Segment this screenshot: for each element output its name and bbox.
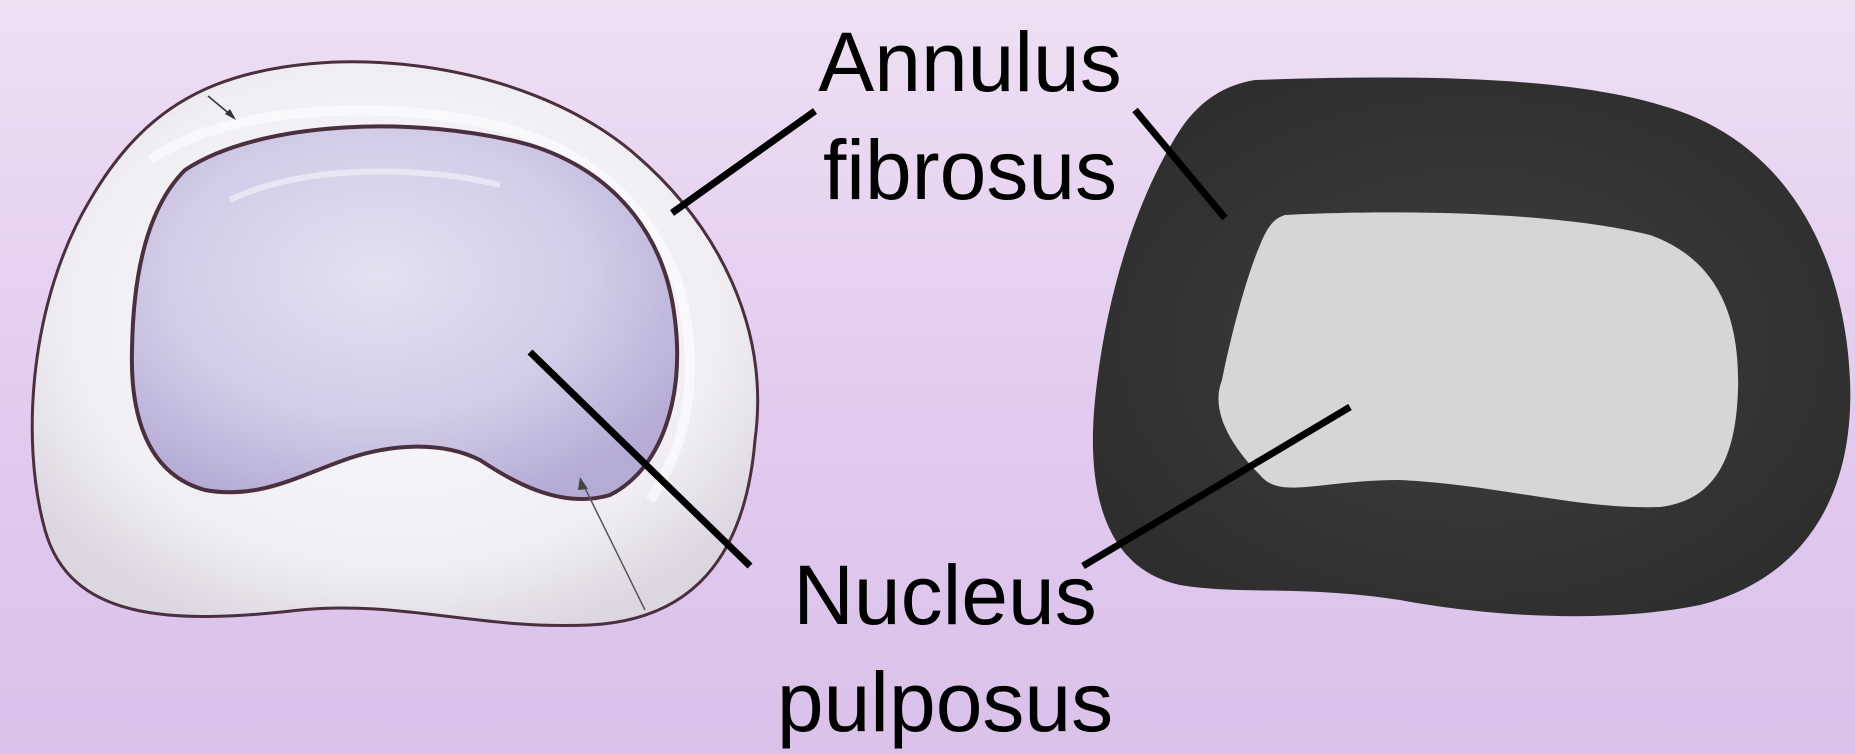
illustrated-nucleus-pulposus — [132, 126, 677, 499]
annulus-fibrosus-label-line2: fibrosus — [800, 128, 1140, 212]
mri-nucleus-pulposus — [1218, 212, 1738, 507]
annulus-fibrosus-label-line1: Annulus — [800, 20, 1140, 104]
illustrated-disc — [32, 62, 757, 626]
mri-disc — [1093, 78, 1850, 617]
nucleus-pulposus-label-line1: Nucleus — [760, 553, 1130, 637]
annulus-leader-left — [672, 111, 815, 213]
nucleus-pulposus-label-line2: pulposus — [760, 660, 1130, 744]
